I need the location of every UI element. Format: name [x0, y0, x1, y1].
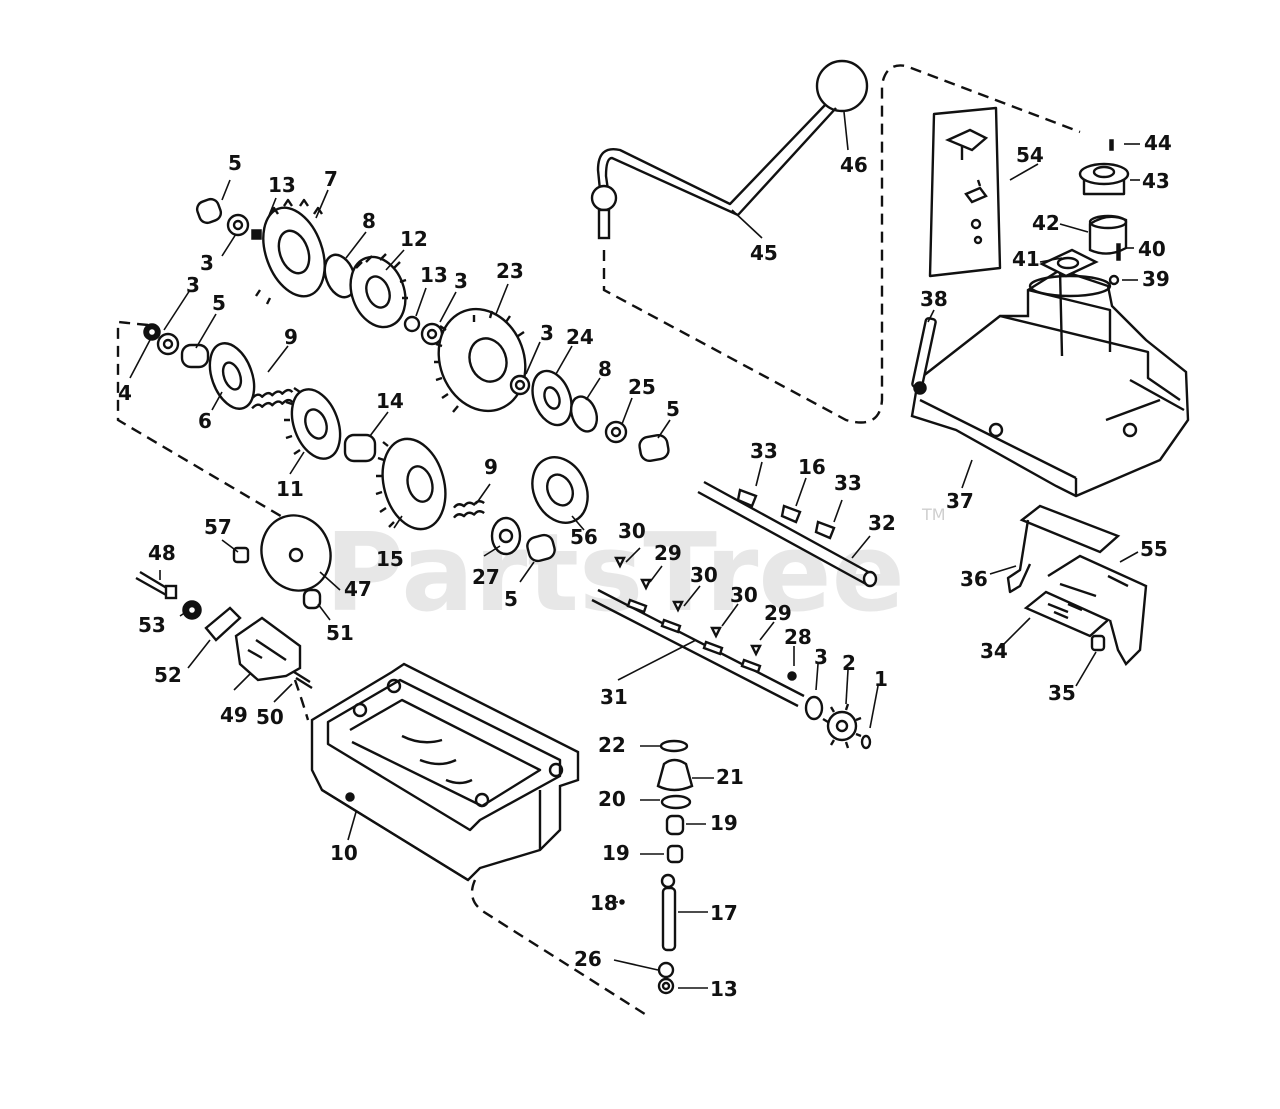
callout-label: 3 — [200, 251, 214, 275]
callout-label: 5 — [228, 151, 242, 175]
callout-label: 51 — [326, 621, 354, 645]
callout-label: 7 — [324, 167, 338, 191]
callout-label: 37 — [946, 489, 974, 513]
callout-label: 30 — [618, 519, 646, 543]
assembly-lines — [116, 64, 1081, 1018]
callout-label: 21 — [716, 765, 744, 789]
upper-housing[interactable] — [910, 268, 1190, 498]
callout-label: 9 — [284, 325, 298, 349]
callout-label: 33 — [834, 471, 862, 495]
callout-label: 26 — [574, 947, 602, 971]
callout-label: 36 — [960, 567, 988, 591]
callout-label: 19 — [602, 841, 630, 865]
callout-label: 55 — [1140, 537, 1168, 561]
callout-label: 34 — [980, 639, 1008, 663]
callout-label: 39 — [1142, 267, 1170, 291]
callout-label: 52 — [154, 663, 182, 687]
callout-label: 3 — [186, 273, 200, 297]
callout-label: 8 — [598, 357, 612, 381]
callout-label: 38 — [920, 287, 948, 311]
callout-label: 46 — [840, 153, 868, 177]
callout-label: 33 — [750, 439, 778, 463]
callout-label: 53 — [138, 613, 166, 637]
callout-label: 35 — [1048, 681, 1076, 705]
brackets[interactable] — [1006, 504, 1148, 666]
callout-label: 30 — [730, 583, 758, 607]
watermark: PartsTree — [325, 511, 905, 636]
callout-label: 6 — [198, 409, 212, 433]
callout-label: 16 — [798, 455, 826, 479]
callout-label: 41 — [1012, 247, 1040, 271]
callout-label: 29 — [764, 601, 792, 625]
callout-label: 17 — [710, 901, 738, 925]
callout-label: 9 — [484, 455, 498, 479]
callout-label: 30 — [690, 563, 718, 587]
lower-case[interactable] — [310, 662, 580, 882]
callout-label: 40 — [1138, 237, 1166, 261]
callout-label: 24 — [566, 325, 594, 349]
callout-label: 31 — [600, 685, 628, 709]
callout-label: 18 — [590, 891, 618, 915]
callout-label: 29 — [654, 541, 682, 565]
callout-label: 23 — [496, 259, 524, 283]
callout-label: 32 — [868, 511, 896, 535]
gear-train-lower[interactable] — [143, 323, 557, 563]
callout-label: 5 — [212, 291, 226, 315]
callout-label: 13 — [710, 977, 738, 1001]
callout-label: 12 — [400, 227, 428, 251]
callout-label: 2 — [842, 651, 856, 675]
callout-label: 11 — [276, 477, 304, 501]
callout-label: 13 — [268, 173, 296, 197]
callout-label: 3 — [540, 321, 554, 345]
callout-label: 5 — [666, 397, 680, 421]
callout-label: 25 — [628, 375, 656, 399]
gear-train-upper[interactable] — [195, 197, 444, 346]
callout-label: 49 — [220, 703, 248, 727]
callout-label: 57 — [204, 515, 232, 539]
callout-label: 8 — [362, 209, 376, 233]
callout-labels: 5 13 7 3 8 12 13 3 23 3 5 4 9 6 11 14 15… — [118, 131, 1172, 1001]
callout-label: 5 — [504, 587, 518, 611]
callout-label: 44 — [1144, 131, 1172, 155]
watermark-trademark: TM — [921, 505, 946, 524]
shift-rails[interactable] — [591, 480, 878, 750]
callout-label: 43 — [1142, 169, 1170, 193]
callout-label: 15 — [376, 547, 404, 571]
callout-label: 28 — [784, 625, 812, 649]
callout-label: 42 — [1032, 211, 1060, 235]
callout-label: 56 — [570, 525, 598, 549]
housing-top-parts[interactable] — [911, 139, 1130, 395]
callout-label: 27 — [472, 565, 500, 589]
leader-lines — [129, 111, 1140, 989]
callout-label: 3 — [454, 269, 468, 293]
callout-label: 22 — [598, 733, 626, 757]
callout-label: 4 — [118, 381, 132, 405]
callout-label: 10 — [330, 841, 358, 865]
callout-label: 13 — [420, 263, 448, 287]
bevel-gear-23[interactable] — [425, 297, 670, 532]
shaft-stack[interactable] — [619, 739, 694, 995]
callout-label: 20 — [598, 787, 626, 811]
callout-label: 45 — [750, 241, 778, 265]
callout-label: 54 — [1016, 143, 1044, 167]
shift-lever[interactable] — [590, 59, 869, 240]
callout-label: 19 — [710, 811, 738, 835]
left-small-parts[interactable] — [135, 506, 341, 690]
callout-label: 3 — [814, 645, 828, 669]
shift-parts-box[interactable] — [928, 106, 1002, 278]
callout-label: 48 — [148, 541, 176, 565]
callout-label: 14 — [376, 389, 404, 413]
callout-label: 1 — [874, 667, 888, 691]
callout-label: 50 — [256, 705, 284, 729]
callout-label: 47 — [344, 577, 372, 601]
